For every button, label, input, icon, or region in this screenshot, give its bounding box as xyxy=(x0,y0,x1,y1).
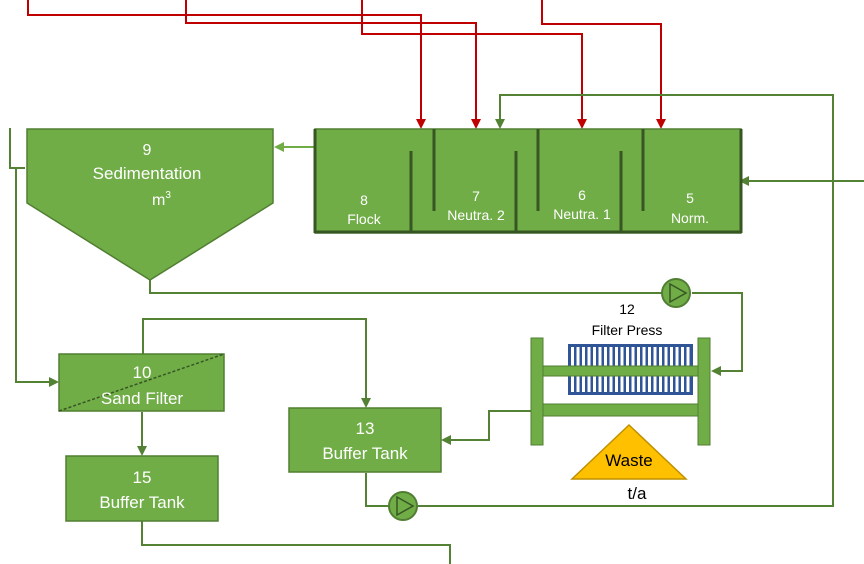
overflow-line-to-sand-filter xyxy=(9,128,59,387)
sedimentation-tank: 9 Sedimentation m3 xyxy=(26,128,274,281)
dosing-line-norm xyxy=(541,0,666,129)
recycle-line-top xyxy=(495,94,834,180)
outlet-line-buffer15 xyxy=(141,521,451,564)
buffer-tank-15-number: 15 xyxy=(133,468,152,487)
sand-filter-number: 10 xyxy=(133,363,152,382)
dosing-lines xyxy=(27,0,666,129)
line-buffer13-to-pump xyxy=(365,473,388,507)
neutralization-train: 8 Flock 7 Neutra. 2 6 Neutra. 1 5 Norm. xyxy=(313,128,743,234)
neutra1-number: 6 xyxy=(578,187,586,203)
flock-number: 8 xyxy=(360,192,368,208)
dosing-line-neutra1 xyxy=(361,0,587,129)
buffer-tank-13-number: 13 xyxy=(356,419,375,438)
norm-number: 5 xyxy=(686,190,694,206)
buffer-tank-13-label: Buffer Tank xyxy=(322,444,408,463)
filter-press-number: 12 xyxy=(619,301,635,317)
sludge-line-press-inlet xyxy=(692,292,743,376)
sedimentation-unit: m3 xyxy=(152,190,171,209)
buffer-tank-15: 15 Buffer Tank xyxy=(65,455,219,522)
sludge-line-to-press xyxy=(149,280,662,294)
sedimentation-label: Sedimentation xyxy=(93,164,202,183)
sedimentation-number: 9 xyxy=(143,142,152,159)
waste-label: Waste xyxy=(605,451,653,470)
neutra1-label: Neutra. 1 xyxy=(553,206,611,222)
filter-press-label: Filter Press xyxy=(592,322,663,338)
buffer-tank-13: 13 Buffer Tank xyxy=(288,407,442,473)
neutra2-number: 7 xyxy=(472,188,480,204)
pump-icon xyxy=(388,491,418,521)
sand-filter-label: Sand Filter xyxy=(101,389,184,408)
waste-output: Waste t/a xyxy=(570,423,688,503)
recycle-line-bottom xyxy=(418,182,834,507)
dosing-line-flock xyxy=(27,0,426,129)
filter-press: 12 Filter Press xyxy=(530,301,711,446)
filtrate-line-to-buffer13 xyxy=(441,410,531,445)
buffer-tank-15-label: Buffer Tank xyxy=(99,493,185,512)
dosing-line-neutra2 xyxy=(185,0,481,129)
line-sand-to-buffer13 xyxy=(142,318,371,408)
neutra2-label: Neutra. 2 xyxy=(447,207,505,223)
flow-lines xyxy=(9,94,864,564)
flock-label: Flock xyxy=(347,211,381,227)
pump-icon xyxy=(661,278,691,308)
norm-label: Norm. xyxy=(671,210,709,226)
waste-unit: t/a xyxy=(628,484,647,503)
sand-filter: 10 Sand Filter xyxy=(58,353,225,412)
